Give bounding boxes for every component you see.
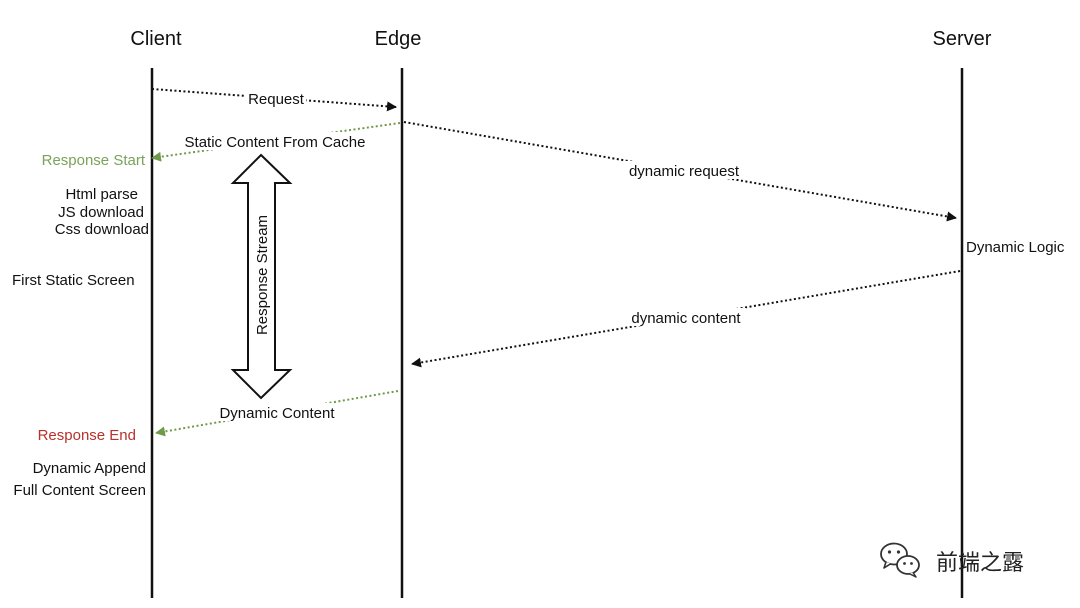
- dynamic-content-client-label-bg: [214, 403, 340, 421]
- server-header: Server: [933, 28, 992, 50]
- static-content-label-bg: [178, 132, 372, 150]
- edge-header: Edge: [375, 28, 422, 50]
- wechat-icon: [880, 542, 920, 578]
- dynamic-content-client-label: Dynamic Content: [219, 405, 335, 422]
- client-header: Client: [130, 28, 182, 50]
- response-start-label: Response Start: [42, 152, 146, 169]
- js-download-label: JS download: [58, 204, 144, 221]
- response-stream-arrow: [230, 153, 293, 400]
- css-download-label: Css download: [55, 221, 149, 238]
- html-parse-label: Html parse: [65, 186, 138, 203]
- dynamic-logic-label-bg: [964, 238, 1072, 258]
- dynamic-request-label-bg: [624, 161, 744, 179]
- dynamic-content-label: dynamic content: [631, 310, 741, 327]
- response-stream-label: Response Stream: [254, 215, 271, 335]
- static-content-arrow: [151, 122, 401, 162]
- dynamic-request-label: dynamic request: [629, 163, 740, 180]
- request-label-bg: [244, 89, 306, 107]
- first-static-screen-label: First Static Screen: [12, 272, 135, 289]
- dynamic-logic-label: Dynamic Logic: [966, 239, 1065, 256]
- full-content-screen-label: Full Content Screen: [13, 482, 146, 499]
- response-end-label: Response End: [38, 427, 136, 444]
- dynamic-append-label: Dynamic Append: [33, 460, 146, 477]
- static-content-label: Static Content From Cache: [185, 134, 366, 151]
- request-label: Request: [248, 91, 305, 108]
- dynamic-content-label-bg: [626, 308, 746, 326]
- watermark-text: 前端之露: [936, 551, 1024, 576]
